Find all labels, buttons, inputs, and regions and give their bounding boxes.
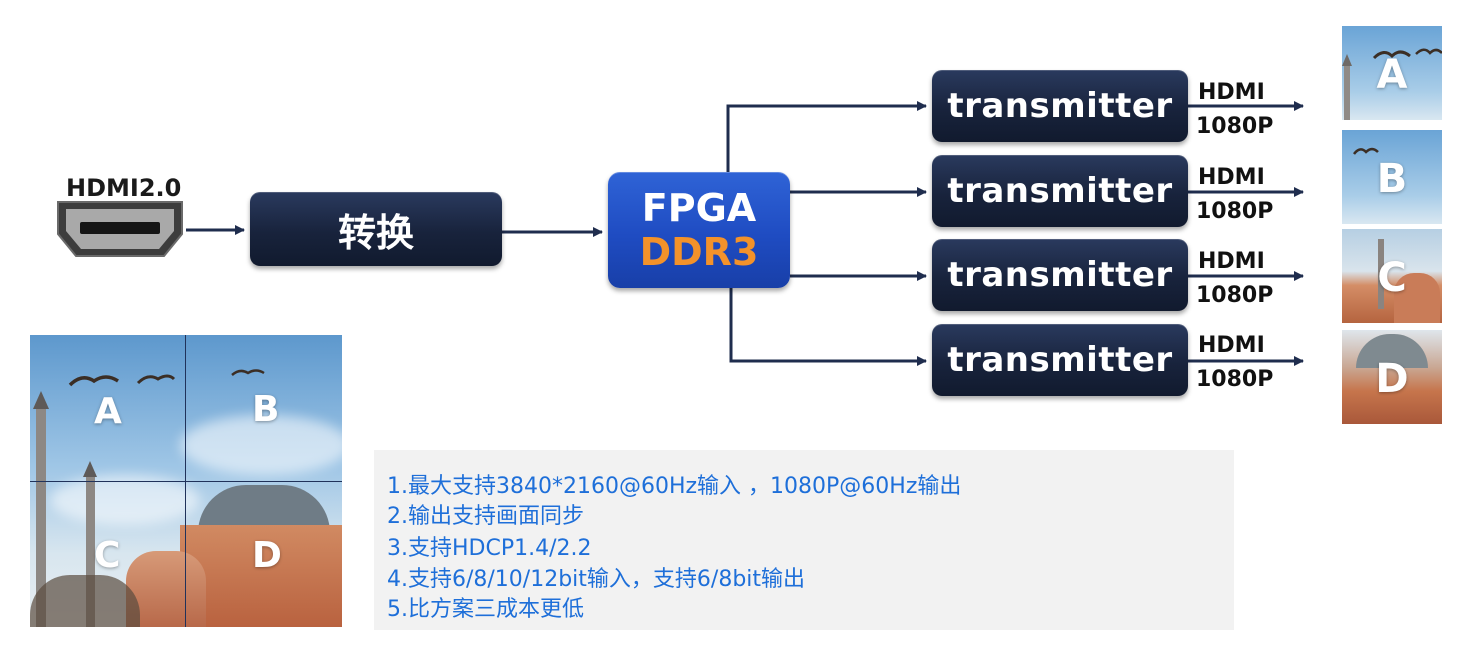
- note-line-1: 1.最大支持3840*2160@60Hz输入 ，1080P@60Hz输出: [387, 474, 962, 499]
- output-label-resolution: 1080P: [1196, 199, 1274, 224]
- cloud-shape: [50, 475, 200, 525]
- mosque-shape: [1394, 273, 1440, 323]
- thumbnail-label: B: [1376, 156, 1408, 202]
- minaret-spire: [1342, 54, 1352, 66]
- trees-shape: [30, 575, 140, 627]
- output-label-resolution: 1080P: [1196, 114, 1274, 139]
- source-image-split: A B C D: [30, 335, 342, 627]
- bird-icon: [1353, 147, 1379, 155]
- quadrant-label-c: C: [94, 535, 121, 576]
- minaret-shape: [1378, 239, 1384, 309]
- output-label-hdmi: HDMI: [1198, 333, 1265, 358]
- note-line-4: 4.支持6/8/10/12bit输入，支持6/8bit输出: [387, 567, 806, 592]
- feature-notes-panel: 1.最大支持3840*2160@60Hz输入 ，1080P@60Hz输出 2.输…: [374, 450, 1234, 630]
- thumbnail-label: A: [1376, 52, 1408, 98]
- output-label-resolution: 1080P: [1196, 367, 1274, 392]
- mosque-body: [180, 525, 342, 627]
- converter-box: 转换: [250, 192, 502, 266]
- minaret-mid: [86, 475, 95, 627]
- hdmi-port-icon: [57, 201, 183, 257]
- thumbnail-label: D: [1375, 356, 1409, 402]
- quadrant-label-a: A: [94, 391, 122, 432]
- ddr3-label: DDR3: [639, 230, 759, 274]
- output-thumbnail-a: A: [1342, 26, 1442, 120]
- output-thumbnail-c: C: [1342, 229, 1442, 323]
- minaret-mid-spire: [83, 461, 97, 477]
- input-port-label: HDMI2.0: [66, 174, 182, 202]
- cloud-shape: [180, 415, 342, 475]
- transmitter-box-3: transmitter: [932, 239, 1188, 311]
- note-line-2: 2.输出支持画面同步: [387, 504, 584, 529]
- arrow-fpga-to-tx1: [726, 101, 927, 172]
- birds-icon: [68, 369, 265, 387]
- minaret-left: [36, 405, 46, 627]
- note-line-5: 5.比方案三成本更低: [387, 597, 584, 622]
- output-label-hdmi: HDMI: [1198, 80, 1265, 105]
- quadrant-label-b: B: [252, 389, 280, 430]
- output-label-hdmi: HDMI: [1198, 165, 1265, 190]
- transmitter-box-4: transmitter: [932, 324, 1188, 396]
- output-thumbnail-b: B: [1342, 130, 1442, 224]
- fpga-box: FPGA DDR3: [608, 172, 790, 288]
- arrow-fpga-to-tx4: [729, 288, 927, 366]
- quadrant-label-d: D: [252, 535, 282, 576]
- output-label-resolution: 1080P: [1196, 283, 1274, 308]
- grid-divider-horizontal: [30, 481, 342, 482]
- thumbnail-label: C: [1377, 255, 1407, 301]
- transmitter-box-1: transmitter: [932, 70, 1188, 142]
- output-thumbnail-d: D: [1342, 330, 1442, 424]
- fpga-label: FPGA: [641, 186, 757, 230]
- bird-icon: [1372, 48, 1442, 60]
- output-label-hdmi: HDMI: [1198, 249, 1265, 274]
- transmitter-box-2: transmitter: [932, 155, 1188, 227]
- minaret-left-spire: [33, 391, 49, 409]
- minaret-shape: [1344, 62, 1350, 120]
- note-line-3: 3.支持HDCP1.4/2.2: [387, 536, 592, 561]
